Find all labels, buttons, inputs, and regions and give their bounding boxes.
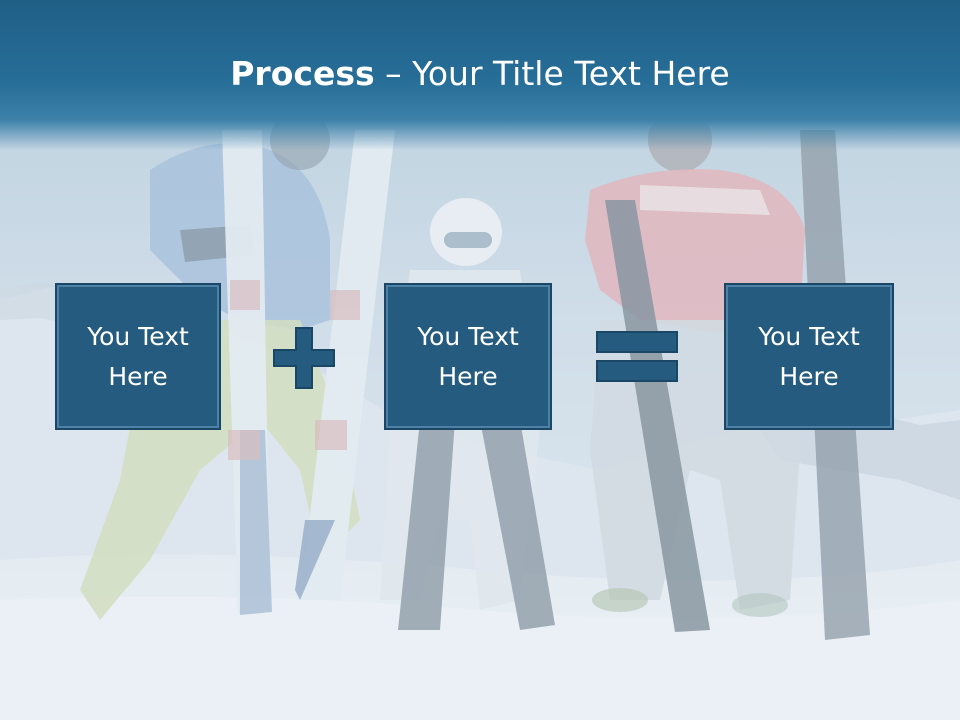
- title-text: – Your Title Text Here: [374, 54, 730, 93]
- equals-icon: [596, 331, 678, 382]
- process-box-1[interactable]: You Text Here: [55, 283, 221, 430]
- process-box-2-text: You Text Here: [417, 321, 519, 391]
- plus-icon: [273, 327, 335, 389]
- process-box-3[interactable]: You Text Here: [724, 283, 894, 430]
- process-box-2[interactable]: You Text Here: [384, 283, 552, 430]
- slide-title: Process – Your Title Text Here: [0, 52, 960, 96]
- title-bold: Process: [230, 54, 375, 93]
- process-box-3-text: You Text Here: [758, 321, 860, 391]
- process-box-1-text: You Text Here: [87, 321, 189, 391]
- title-bar: [0, 0, 960, 150]
